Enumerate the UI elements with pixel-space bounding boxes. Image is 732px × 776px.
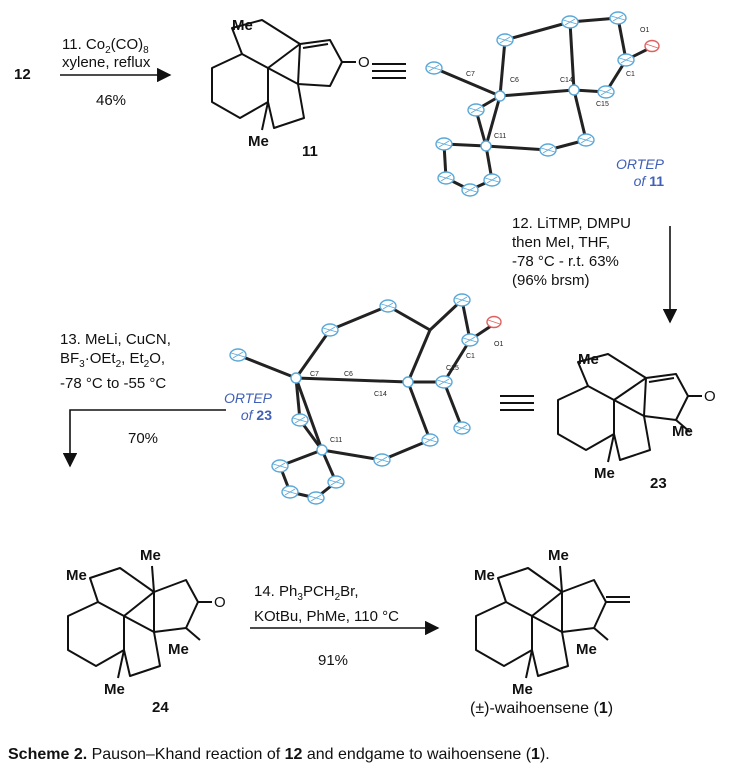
compound-label-24: 24 [152, 699, 169, 716]
equivalence-sign-2 [500, 395, 534, 411]
step-13-conditions: 13. MeLi, CuCN, BF3·OEt2, Et2O, -78 °C t… [60, 331, 171, 392]
step-12-conditions: 12. LiTMP, DMPU then MeI, THF, -78 °C - … [512, 215, 631, 289]
atom-label-c15-23: C15 [446, 365, 459, 372]
atom-label-c15-11: C15 [596, 101, 609, 108]
ortep-11: O1 C1 C15 C14 C6 C7 C11 [425, 11, 660, 197]
step-11-reagents-2: xylene, reflux [62, 54, 151, 71]
step-13-yield: 70% [128, 430, 159, 447]
atom-label-c7-11: C7 [466, 71, 475, 78]
step-11-reagents-1: 11. Co2(CO)8 [62, 36, 149, 56]
atom-label-o1-11: O1 [640, 27, 649, 34]
atom-label-c6-23: C6 [344, 371, 353, 378]
compound-label-23: 23 [650, 475, 667, 492]
me-label-11-top: Me [232, 17, 253, 34]
me-label-24-bottom: Me [104, 681, 125, 698]
me-label-1-bottom: Me [512, 681, 533, 698]
me-label-11-bottom: Me [248, 133, 269, 150]
me-label-24-right: Me [168, 641, 189, 658]
step-14-conditions: 14. Ph3PCH2Br, KOtBu, PhMe, 110 °C [254, 583, 399, 625]
step-11-yield: 46% [96, 92, 127, 109]
equivalence-sign-1 [372, 63, 406, 79]
me-label-23-bottom: Me [594, 465, 615, 482]
atom-label-o1-23: O1 [494, 341, 503, 348]
step-14-yield: 91% [318, 652, 349, 669]
structure-24 [67, 565, 212, 679]
me-label-23-right: Me [672, 423, 693, 440]
me-label-1-top: Me [548, 547, 569, 564]
product-name-waihoensene: (±)-waihoensene (1) [470, 700, 614, 717]
oxygen-label-23: O [704, 388, 716, 405]
ortep-11-caption: ORTEP of 11 [616, 156, 664, 189]
starting-material-label: 12 [14, 66, 31, 83]
atom-label-c11-23: C11 [330, 437, 342, 444]
atom-label-c14-11: C14 [560, 77, 573, 84]
me-label-24-top: Me [140, 547, 161, 564]
atom-label-c1-23: C1 [466, 353, 475, 360]
arrow-step-13 [62, 409, 226, 468]
oxygen-label-24: O [214, 594, 226, 611]
atom-label-c6-11: C6 [510, 77, 519, 84]
me-label-24-left: Me [66, 567, 87, 584]
structure-23 [557, 353, 702, 463]
atom-label-c11-11: C11 [494, 133, 506, 140]
ortep-23: O1 C1 C15 C14 C6 C7 C11 [229, 293, 503, 505]
compound-label-11: 11 [302, 143, 318, 160]
oxygen-label-11: O [358, 54, 370, 71]
me-label-1-left: Me [474, 567, 495, 584]
atom-label-c1-11: C1 [626, 71, 635, 78]
structure-11 [211, 19, 356, 131]
me-label-1-right: Me [576, 641, 597, 658]
structure-1 [475, 565, 630, 679]
atom-label-c7-23: C7 [310, 371, 319, 378]
scheme-caption: Scheme 2. Pauson–Khand reaction of 12 an… [8, 746, 550, 763]
ortep-23-caption: ORTEP of 23 [224, 390, 272, 423]
me-label-23-top: Me [578, 351, 599, 368]
atom-label-c14-23: C14 [374, 391, 387, 398]
